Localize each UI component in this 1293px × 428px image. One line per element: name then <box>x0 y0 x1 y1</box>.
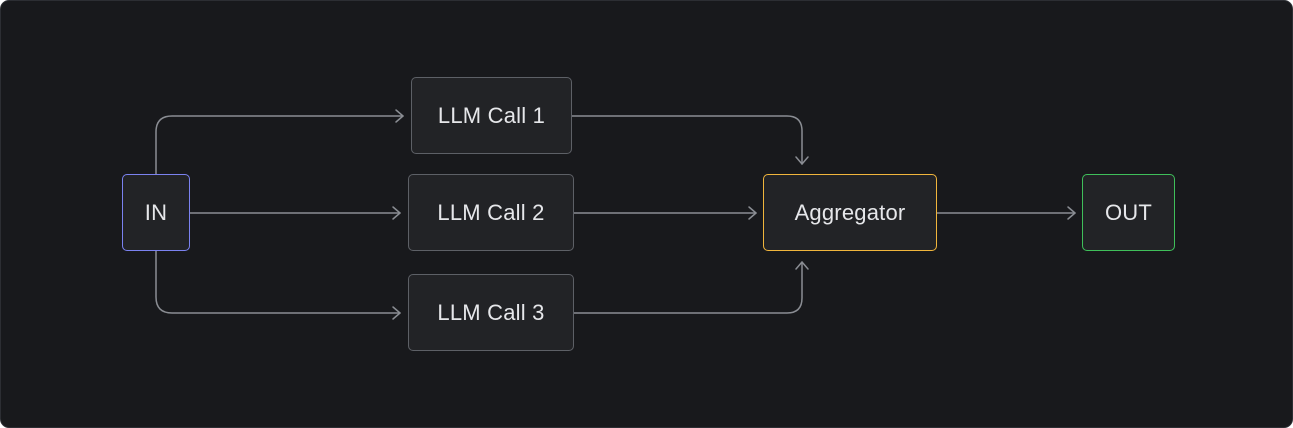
llm-call-2-label: LLM Call 2 <box>437 199 545 225</box>
input-node: IN <box>122 174 190 251</box>
edge-in-to-llm-call-1 <box>155 115 404 175</box>
llm-call-3-label: LLM Call 3 <box>437 299 545 325</box>
arrowhead-llm-call-3 <box>392 306 401 320</box>
arrowhead-out <box>1067 206 1076 220</box>
edge-llm-call-3-to-aggregator <box>573 261 803 314</box>
edge-llm-call-1-to-aggregator <box>571 115 803 165</box>
aggregator-node: Aggregator <box>763 174 937 251</box>
arrowhead-llm-call-1 <box>395 109 404 123</box>
llm-call-1-node: LLM Call 1 <box>411 77 572 154</box>
input-node-label: IN <box>144 199 168 225</box>
arrowhead-aggregator-bottom <box>795 261 809 270</box>
llm-call-2-node: LLM Call 2 <box>408 174 574 251</box>
edge-in-to-llm-call-3 <box>155 250 401 314</box>
arrowhead-aggregator-left <box>748 206 757 220</box>
arrowhead-aggregator-top <box>795 156 809 165</box>
output-node: OUT <box>1082 174 1175 251</box>
llm-call-1-label: LLM Call 1 <box>437 102 546 128</box>
llm-call-3-node: LLM Call 3 <box>408 274 574 351</box>
output-node-label: OUT <box>1104 199 1153 225</box>
aggregator-label: Aggregator <box>794 199 906 225</box>
arrowhead-llm-call-2 <box>392 206 401 220</box>
